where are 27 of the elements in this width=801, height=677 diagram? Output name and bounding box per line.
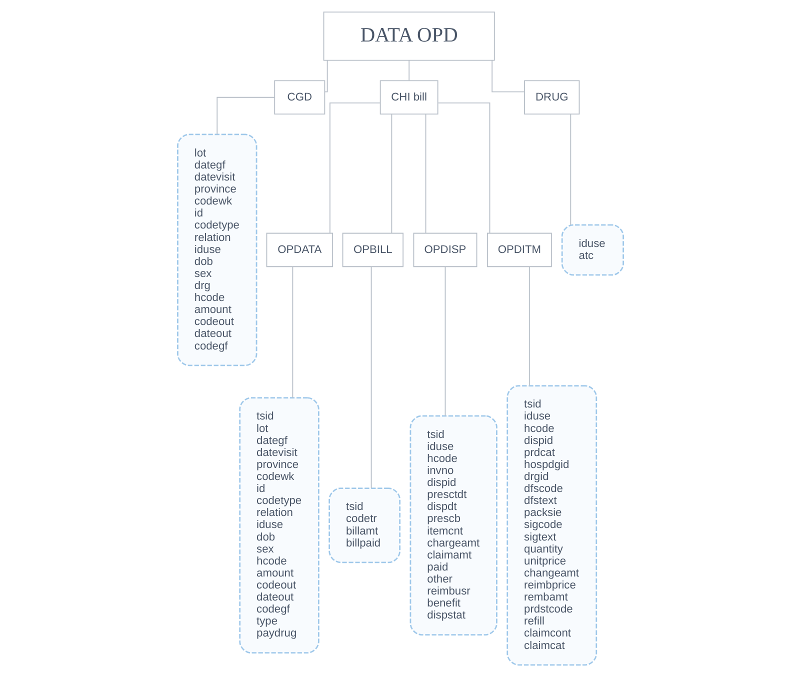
- connector: [438, 102, 490, 234]
- node-box: CGD: [274, 80, 326, 115]
- node-box: DATA OPD: [323, 12, 495, 61]
- node-box: OPBILL: [342, 232, 404, 268]
- node-box: lot dategf datevisit province codewk id codetype relation iduse dob sex drg hcode amount codeout dateout codegf: [177, 134, 258, 366]
- node-box: OPDITM: [486, 232, 552, 268]
- connector: [492, 60, 525, 92]
- node-box: iduse atc: [561, 224, 624, 276]
- connector: [324, 60, 328, 92]
- node-box: tsid iduse hcode dispid prdcat hospdgid drgid dfscode dfstext packsie sigcode sigtext quantity unitprice changeamt reimbprice rembamt prdstcode refill claimcont claimcat: [506, 385, 598, 666]
- node-box: tsid iduse hcode invno dispid presctdt dispdt prescb itemcnt chargeamt claimamt paid other reimbusr benefit dispstat: [410, 415, 498, 636]
- node-box: DRUG: [524, 80, 580, 115]
- node-box: tsid codetr billamt billpaid: [328, 488, 400, 564]
- connector: [292, 266, 294, 398]
- connector: [329, 102, 381, 234]
- connector: [408, 60, 410, 81]
- connector: [425, 114, 426, 234]
- connector: [528, 266, 530, 386]
- node-box: OPDISP: [413, 232, 478, 268]
- node-box: tsid lot dategf datevisit province codewk id codetype relation iduse dob sex hcode amount codeout dateout codegf type paydrug: [239, 397, 320, 654]
- connector: [391, 114, 392, 234]
- node-box: CHI bill: [380, 80, 438, 115]
- connector: [444, 266, 446, 416]
- connector: [370, 266, 372, 489]
- node-box: OPDATA: [266, 232, 334, 268]
- connector: [570, 114, 572, 226]
- connector: [216, 96, 275, 135]
